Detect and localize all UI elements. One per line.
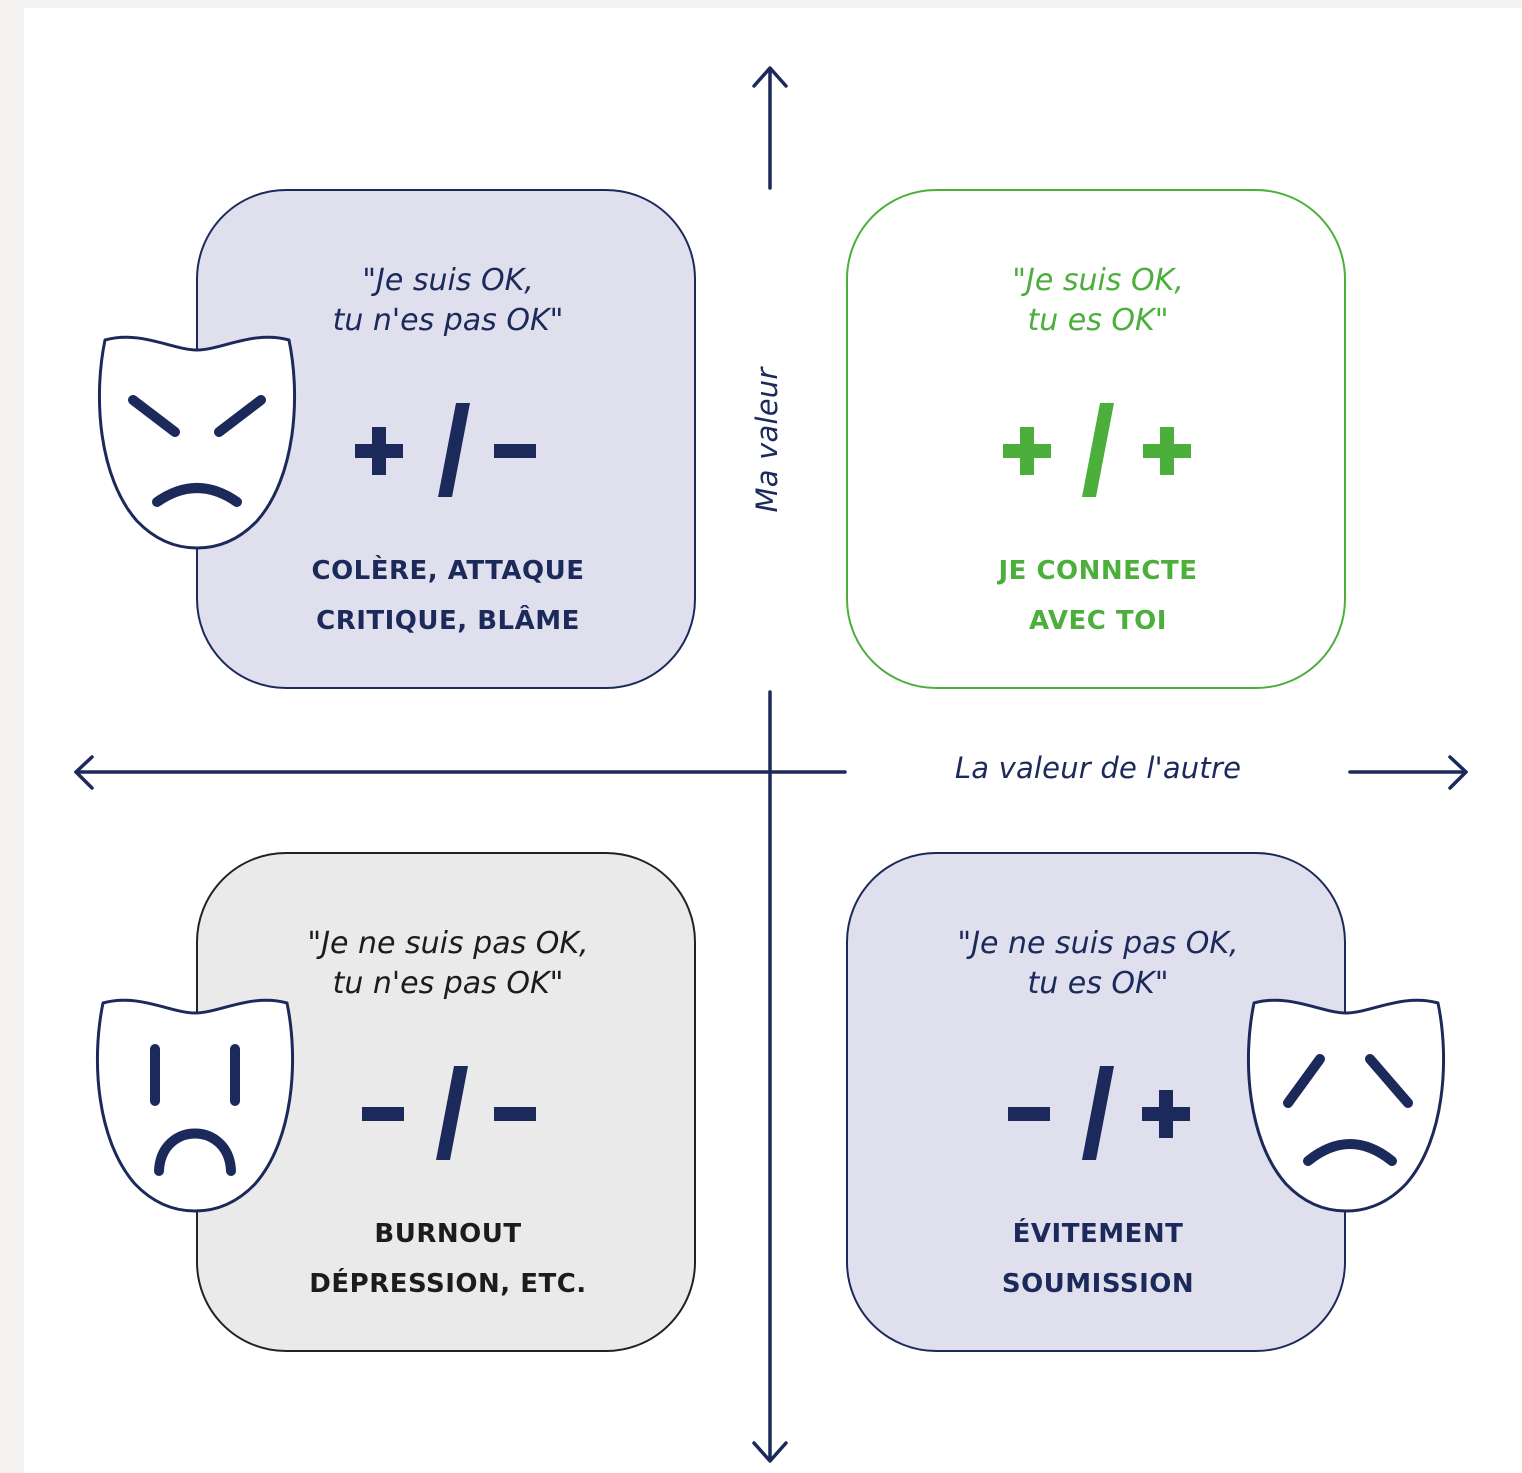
- quadrant-caption: COLÈRE, ATTAQUE CRITIQUE, BLÂME: [311, 556, 585, 636]
- minus-sign: [494, 1107, 536, 1121]
- slash-sign: [436, 1066, 468, 1160]
- minus-sign: [362, 1107, 404, 1121]
- quadrant-quote: "Je suis OK, tu n'es pas OK": [332, 263, 564, 338]
- minus-sign: [1008, 1107, 1050, 1121]
- minus-sign: [494, 444, 536, 458]
- slash-sign: [1082, 403, 1114, 497]
- quadrant-top-right: "Je suis OK, tu es OK" JE CONNECTE AVEC …: [846, 189, 1346, 689]
- shocked-sad-mask-icon: [96, 998, 294, 1213]
- x-axis-label: La valeur de l'autre: [954, 751, 1242, 785]
- quadrant-quote: "Je suis OK, tu es OK": [1012, 263, 1184, 338]
- y-axis-label: Ma valeur: [750, 367, 784, 513]
- quadrant-bottom-right: "Je ne suis pas OK, tu es OK" ÉVITEMENT …: [846, 852, 1346, 1352]
- quadrant-quote: "Je ne suis pas OK, tu n'es pas OK": [307, 926, 589, 1001]
- y-axis-up-arrowhead: [752, 66, 788, 88]
- quadrant-caption: ÉVITEMENT SOUMISSION: [1001, 1219, 1195, 1299]
- quadrant-quote: "Je ne suis pas OK, tu es OK": [957, 926, 1239, 1001]
- quadrant-top-left: "Je suis OK, tu n'es pas OK" COLÈRE, ATT…: [196, 189, 696, 689]
- quadrant-caption: BURNOUT DÉPRESSION, ETC.: [309, 1219, 587, 1299]
- x-axis-left-arrowhead: [74, 755, 94, 790]
- quadrant-formula: [198, 1054, 698, 1174]
- quadrant-formula: [848, 1054, 1348, 1174]
- slash-sign: [1082, 1066, 1114, 1160]
- quadrant-formula: [848, 391, 1348, 511]
- angry-mask-icon: [98, 335, 296, 550]
- quadrant-formula: [198, 391, 698, 511]
- x-axis-right-arrowhead: [1448, 755, 1468, 790]
- quadrant-caption: JE CONNECTE AVEC TOI: [998, 556, 1198, 636]
- slash-sign: [438, 403, 470, 497]
- worried-mask-icon: [1247, 998, 1445, 1213]
- y-axis-down-arrowhead: [752, 1441, 788, 1463]
